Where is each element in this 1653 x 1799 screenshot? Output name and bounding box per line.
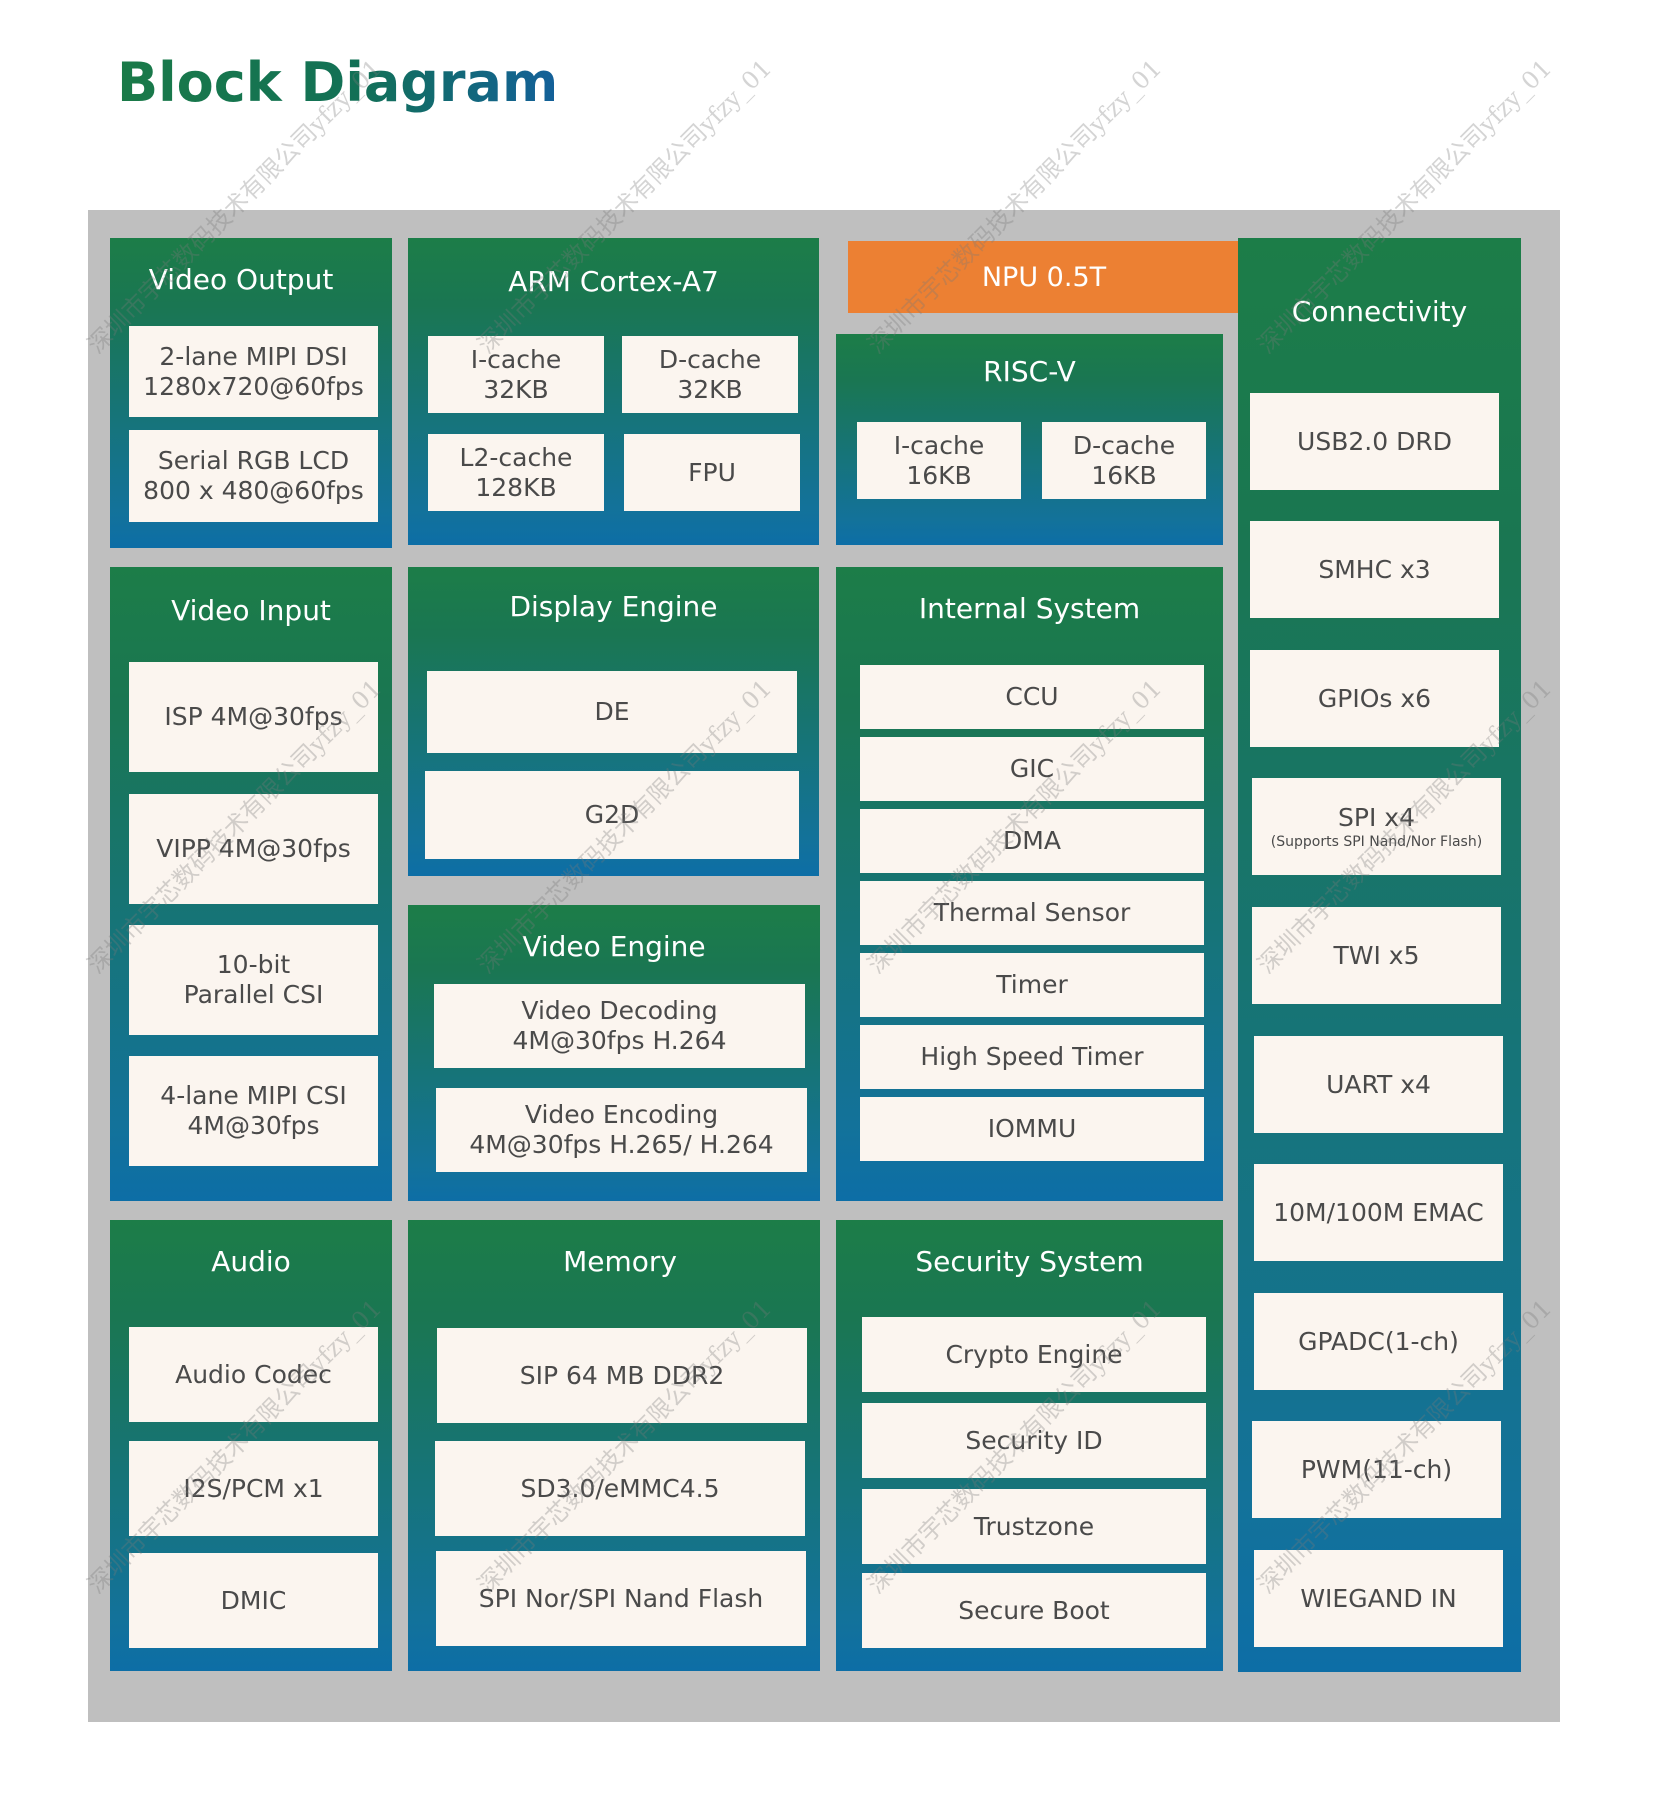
item-spi-note: (Supports SPI Nand/Nor Flash): [1270, 833, 1483, 850]
item-vipp: VIPP 4M@30fps: [129, 794, 378, 904]
item-pwm: PWM(11-ch): [1252, 1421, 1501, 1518]
block-title-display-engine: Display Engine: [509, 590, 718, 623]
item-g2d: G2D: [425, 771, 799, 859]
item-de: DE: [427, 671, 797, 753]
block-title-riscv: RISC-V: [983, 355, 1076, 388]
item-mipi-dsi: 2-lane MIPI DSI 1280x720@60fps: [129, 326, 378, 417]
item-mipi-csi: 4-lane MIPI CSI 4M@30fps: [129, 1056, 378, 1166]
item-parallel-csi: 10-bit Parallel CSI: [129, 925, 378, 1035]
item-high-speed-timer: High Speed Timer: [860, 1025, 1204, 1089]
block-title-video-input: Video Input: [171, 594, 331, 627]
item-smhc: SMHC x3: [1250, 521, 1499, 618]
item-video-encoding: Video Encoding 4M@30fps H.265/ H.264: [436, 1088, 807, 1172]
item-sd-emmc: SD3.0/eMMC4.5: [435, 1441, 805, 1536]
item-video-decoding: Video Decoding 4M@30fps H.264: [434, 984, 805, 1068]
item-arm-fpu: FPU: [624, 434, 800, 511]
item-thermal-sensor: Thermal Sensor: [860, 881, 1204, 945]
block-title-internal-system: Internal System: [918, 592, 1141, 625]
item-secure-boot: Secure Boot: [862, 1573, 1206, 1648]
item-dma: DMA: [860, 809, 1204, 873]
item-isp: ISP 4M@30fps: [129, 662, 378, 772]
block-title-video-engine: Video Engine: [522, 930, 706, 963]
item-iommu: IOMMU: [860, 1097, 1204, 1161]
item-wiegand: WIEGAND IN: [1254, 1550, 1503, 1647]
block-title-memory: Memory: [563, 1245, 677, 1278]
item-gic: GIC: [860, 737, 1204, 801]
item-security-id: Security ID: [862, 1403, 1206, 1478]
item-arm-l2cache: L2-cache 128KB: [428, 434, 604, 511]
item-spi-label: SPI x4: [1338, 802, 1415, 832]
item-timer: Timer: [860, 953, 1204, 1017]
block-title-arm: ARM Cortex-A7: [508, 265, 719, 298]
item-dmic: DMIC: [129, 1553, 378, 1648]
item-i2s-pcm: I2S/PCM x1: [129, 1441, 378, 1536]
item-gpios: GPIOs x6: [1250, 650, 1499, 747]
item-usb: USB2.0 DRD: [1250, 393, 1499, 490]
item-riscv-dcache: D-cache 16KB: [1042, 422, 1206, 499]
item-gpadc: GPADC(1-ch): [1254, 1293, 1503, 1390]
item-riscv-icache: I-cache 16KB: [857, 422, 1021, 499]
item-spi-flash: SPI Nor/SPI Nand Flash: [436, 1551, 806, 1646]
block-title-connectivity: Connectivity: [1291, 295, 1468, 328]
item-arm-icache: I-cache 32KB: [428, 336, 604, 413]
item-uart: UART x4: [1254, 1036, 1503, 1133]
item-emac: 10M/100M EMAC: [1254, 1164, 1503, 1261]
item-sip-ddr2: SIP 64 MB DDR2: [437, 1328, 807, 1423]
item-audio-codec: Audio Codec: [129, 1327, 378, 1422]
block-npu: NPU 0.5T: [848, 241, 1240, 313]
item-spi: SPI x4 (Supports SPI Nand/Nor Flash): [1252, 778, 1501, 875]
block-title-security-system: Security System: [915, 1245, 1144, 1278]
item-serial-rgb-lcd: Serial RGB LCD 800 x 480@60fps: [129, 430, 378, 522]
block-title-audio: Audio: [211, 1245, 291, 1278]
item-trustzone: Trustzone: [862, 1489, 1206, 1564]
item-ccu: CCU: [860, 665, 1204, 729]
page-title: Block Diagram: [117, 48, 558, 118]
item-crypto-engine: Crypto Engine: [862, 1317, 1206, 1392]
item-arm-dcache: D-cache 32KB: [622, 336, 798, 413]
block-title-video-output: Video Output: [148, 263, 334, 296]
item-twi: TWI x5: [1252, 907, 1501, 1004]
